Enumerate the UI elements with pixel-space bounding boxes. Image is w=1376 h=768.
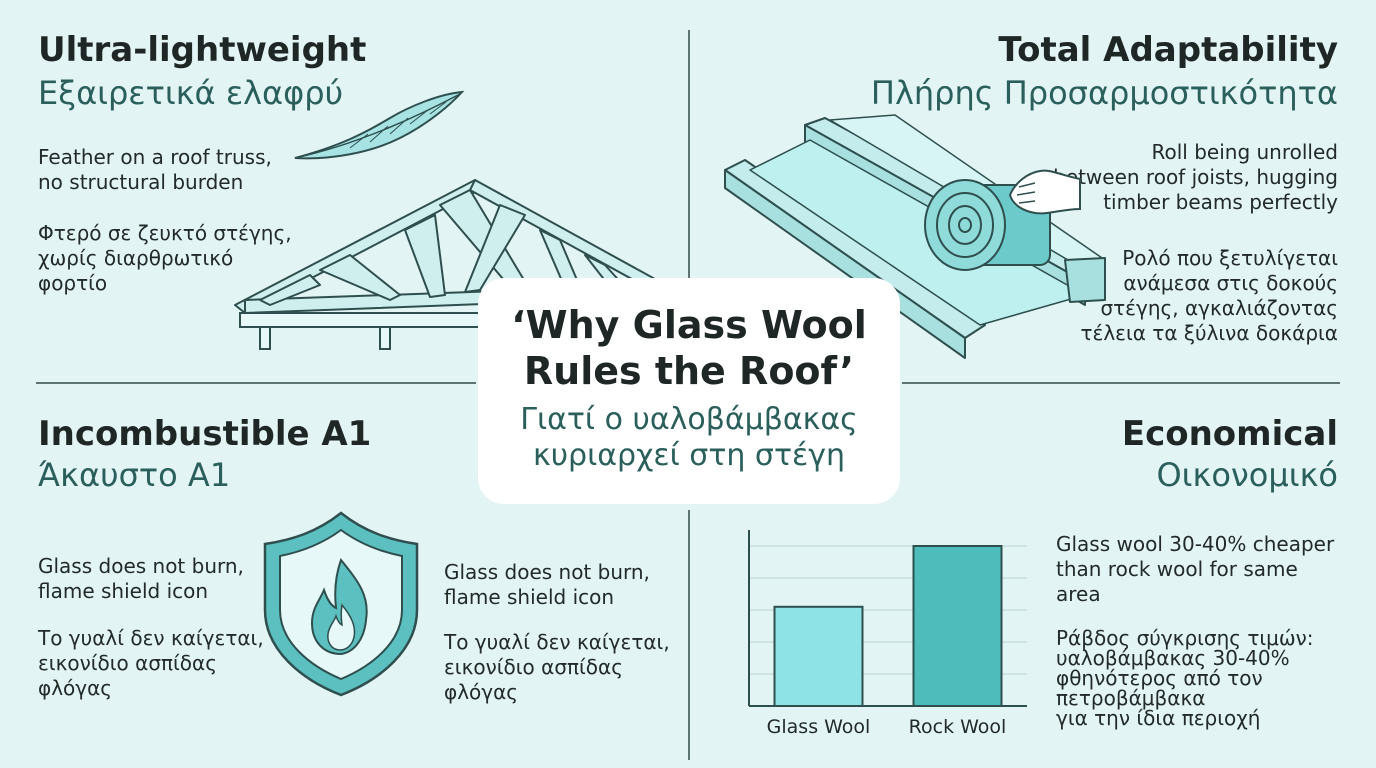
- q1-desc-en-line: Feather on a roof truss,: [38, 145, 272, 169]
- chart-bar-glass-wool: [773, 605, 864, 707]
- q2-desc-gr-line: Ρολό που ξετυλίγεται: [1122, 246, 1338, 270]
- q2-desc-en-line: timber beams perfectly: [1103, 190, 1338, 214]
- q3-desc2-gr-line: φλόγας: [444, 680, 519, 704]
- q2-desc-gr-line: ανάμεσα στις δοκούς: [1123, 271, 1338, 295]
- q3-heading-en: Incombustible A1: [38, 414, 372, 454]
- center-subtitle: Γιατί ο υαλοβάμβακας κυριαρχεί στη στέγη: [478, 402, 900, 474]
- q3-desc2-en-line: Glass does not burn,: [444, 560, 650, 584]
- q4-heading-gr: Οικονομικό: [1156, 456, 1338, 494]
- center-title-line: Rules the Roof’: [523, 349, 855, 393]
- divider-horizontal-left: [36, 382, 476, 384]
- divider-vertical-top: [688, 30, 690, 375]
- q3-desc-en-line: flame shield icon: [38, 579, 209, 603]
- q4-desc-gr-line: πετροβάμβακα: [1056, 686, 1206, 710]
- q3-desc-en: Glass does not burn, flame shield icon: [38, 554, 244, 604]
- q1-desc-gr-line: φορτίο: [38, 271, 108, 295]
- q2-desc-en: Roll being unrolled between roof joists,…: [1053, 140, 1338, 215]
- chart-bar-rock-wool: [912, 545, 1003, 707]
- chart-category-label: Glass Wool: [767, 716, 871, 738]
- q3-desc2-gr-line: Το γυαλί δεν καίγεται,: [444, 630, 670, 654]
- feather-icon: [294, 90, 465, 160]
- center-title-line: ‘Why Glass Wool: [511, 303, 867, 347]
- q4-desc-gr-line: για την ίδια περιοχή: [1056, 706, 1261, 730]
- q4-desc-en-line: than rock wool for same: [1056, 557, 1298, 581]
- flame-shield-icon: [263, 511, 419, 697]
- q4-desc-gr-line: φθηνότερος από τον: [1056, 666, 1263, 690]
- q4-desc-en: Glass wool 30-40% cheaper than rock wool…: [1056, 532, 1334, 607]
- q3-desc2-gr-line: εικονίδιο ασπίδας: [444, 655, 623, 679]
- hand-icon: [1008, 169, 1081, 215]
- q4-desc-gr: Ράβδος σύγκρισης τιμών: υαλοβάμβακας 30-…: [1056, 628, 1314, 728]
- q3-desc-gr-line: φλόγας: [38, 676, 113, 700]
- q1-desc-gr-line: Φτερό σε ζευκτό στέγης,: [38, 221, 292, 245]
- q1-desc-en-line: no structural burden: [38, 170, 244, 194]
- q3-desc-en-line: Glass does not burn,: [38, 554, 244, 578]
- center-subtitle-line: Γιατί ο υαλοβάμβακας: [520, 402, 858, 437]
- q2-desc-gr-line: τέλεια τα ξύλινα δοκάρια: [1080, 321, 1338, 345]
- divider-horizontal-right: [902, 382, 1340, 384]
- q2-desc-en-line: between roof joists, hugging: [1053, 165, 1338, 189]
- center-subtitle-line: κυριαρχεί στη στέγη: [533, 438, 845, 473]
- q3-desc2-en-line: flame shield icon: [444, 585, 615, 609]
- q4-desc-gr-line: Ράβδος σύγκρισης τιμών:: [1056, 626, 1314, 650]
- q1-desc-gr-line: χωρίς διαρθρωτικό: [38, 246, 234, 270]
- q3-desc2-gr: Το γυαλί δεν καίγεται, εικονίδιο ασπίδας…: [444, 630, 670, 705]
- divider-vertical-bottom: [688, 510, 690, 760]
- q4-desc-en-line: area: [1056, 582, 1101, 606]
- q1-desc-gr: Φτερό σε ζευκτό στέγης, χωρίς διαρθρωτικ…: [38, 221, 292, 296]
- q2-desc-en-line: Roll being unrolled: [1151, 140, 1338, 164]
- q3-heading-gr: Άκαυστο Α1: [38, 456, 231, 494]
- q3-desc-gr-line: εικονίδιο ασπίδας: [38, 651, 217, 675]
- q1-desc-en: Feather on a roof truss, no structural b…: [38, 145, 272, 195]
- q3-desc-gr: Το γυαλί δεν καίγεται, εικονίδιο ασπίδας…: [38, 626, 264, 701]
- q2-heading-en: Total Adaptability: [998, 30, 1338, 70]
- q3-desc2-en: Glass does not burn, flame shield icon: [444, 560, 650, 610]
- chart-category-label: Rock Wool: [909, 716, 1007, 738]
- insulation-roll-icon: [724, 114, 1106, 359]
- q4-heading-en: Economical: [1121, 414, 1338, 454]
- q2-desc-gr-line: στέγης, αγκαλιάζοντας: [1100, 296, 1338, 320]
- q2-desc-gr: Ρολό που ξετυλίγεται ανάμεσα στις δοκούς…: [1080, 246, 1338, 346]
- q3-desc-gr-line: Το γυαλί δεν καίγεται,: [38, 626, 264, 650]
- q4-desc-en-line: Glass wool 30-40% cheaper: [1056, 532, 1335, 556]
- q1-heading-en: Ultra-lightweight: [38, 30, 367, 70]
- price-comparison-chart: Glass Wool Rock Wool: [748, 530, 1027, 738]
- q4-desc-gr-line: υαλοβάμβακας 30-40%: [1056, 646, 1290, 670]
- q2-heading-gr: Πλήρης Προσαρμοστικότητα: [870, 74, 1338, 112]
- q1-heading-gr: Εξαιρετικά ελαφρύ: [38, 74, 344, 112]
- center-title-card: ‘Why Glass Wool Rules the Roof’ Γιατί ο …: [478, 278, 900, 504]
